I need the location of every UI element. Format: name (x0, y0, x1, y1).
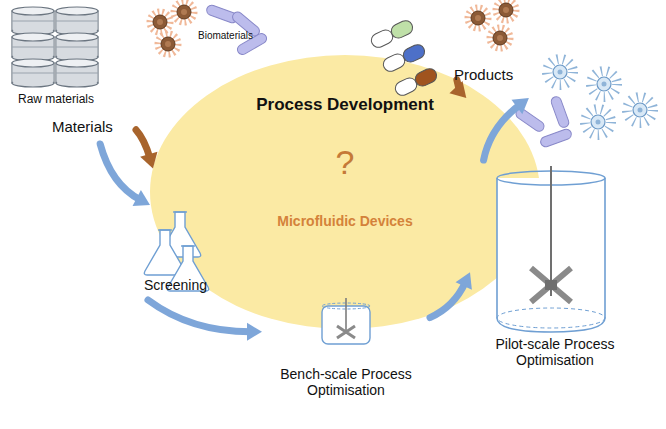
arrow-head (140, 152, 157, 169)
arrow-head (511, 98, 528, 114)
arrow-head (133, 190, 150, 206)
drums (12, 7, 98, 87)
pilot-group: Pilot-scale Process Optimisation (470, 160, 640, 376)
capsules (369, 18, 439, 97)
bench-vessel (322, 298, 370, 344)
arrow-head (247, 323, 262, 341)
flow-arrow (148, 300, 262, 341)
node-text: Microfluidic Devices (277, 213, 412, 229)
node-text: Pilot-scale Process Optimisation (480, 336, 630, 368)
arrow-head (456, 272, 472, 289)
yellow-region-fill (150, 55, 540, 329)
node-text: ? (336, 143, 355, 182)
flow-arrow (136, 130, 157, 169)
pilot-vessel (497, 166, 605, 332)
flow-arrow (430, 272, 472, 317)
node-text: Process Development (256, 95, 434, 115)
node-text: Screening (144, 277, 207, 293)
biomaterial-icons (151, 3, 268, 56)
raw-materials-label: Raw materials (18, 92, 94, 106)
arrow-line (484, 105, 520, 160)
arrow-line (136, 130, 150, 158)
materials-group: Materials (8, 2, 136, 144)
bench-group: Bench-scale Process Optimisation (262, 294, 430, 412)
node-text: Materials (52, 118, 113, 135)
arrow-line (430, 282, 465, 317)
flow-arrow (100, 144, 150, 206)
products-group: Products (362, 4, 660, 98)
screening-group: Screening (130, 205, 230, 300)
node-text: Bench-scale Process Optimisation (271, 366, 421, 398)
arrow-head (449, 81, 466, 98)
node-text: Products (454, 66, 513, 83)
arrow-line (148, 300, 251, 332)
arrow-line (100, 144, 140, 200)
process-ellipse: Process Development? Microfluidic Devices (150, 55, 540, 330)
biomaterials-label: Biomaterials (198, 30, 253, 41)
flow-arrow (484, 98, 529, 160)
